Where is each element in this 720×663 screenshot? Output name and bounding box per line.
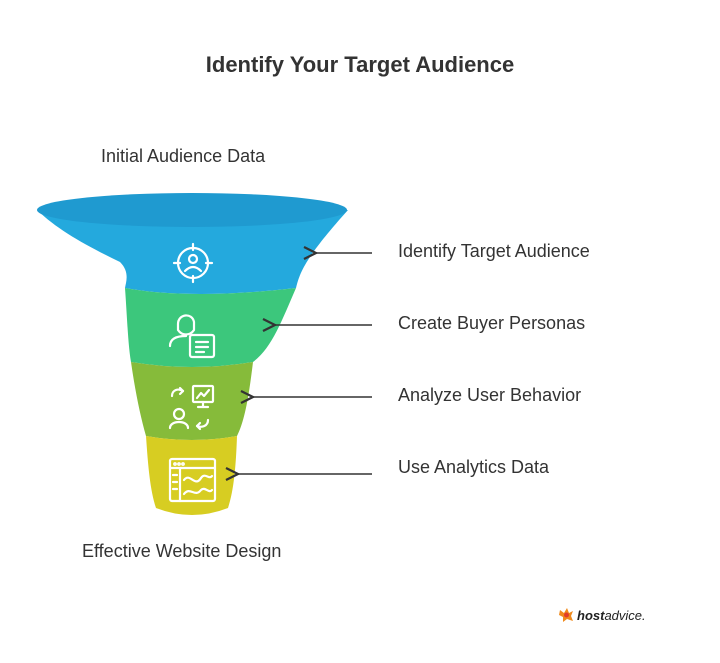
page-title: Identify Your Target Audience — [205, 52, 515, 77]
brand-name-bold: host — [577, 607, 605, 623]
funnel-stage-1 — [37, 210, 348, 294]
user-analytics-icon — [168, 384, 215, 431]
stage-label-4: Use Analytics Data — [398, 457, 550, 477]
funnel-stage-2 — [125, 288, 296, 367]
stage-label-3: Analyze User Behavior — [398, 385, 582, 405]
target-user-icon — [172, 242, 214, 284]
funnel-rim — [37, 193, 347, 227]
stage-label-2: Create Buyer Personas — [398, 313, 586, 333]
funnel-bottom-label: Effective Website Design — [82, 541, 282, 561]
hostadvice-logo-icon — [559, 608, 573, 622]
brand-name-rest: advice. — [604, 607, 646, 623]
funnel-top-label: Initial Audience Data — [101, 146, 266, 166]
analytics-dashboard-icon — [168, 457, 217, 503]
stage-label-1: Identify Target Audience — [398, 241, 590, 261]
funnel-stage-4 — [146, 436, 237, 515]
hostadvice-logo: hostadvice. — [558, 607, 646, 623]
persona-document-icon — [168, 314, 216, 359]
